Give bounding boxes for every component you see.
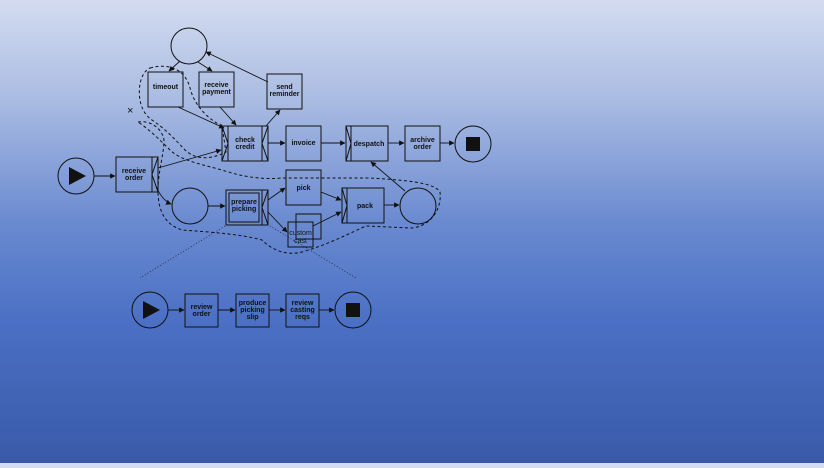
end-condition-icon: [454, 125, 492, 163]
svg-text:timeout: timeout: [153, 84, 179, 91]
edges-main: [94, 51, 455, 233]
task-label: casting: [290, 307, 315, 314]
task-label: pack: [357, 203, 373, 210]
task-check-credit[interactable]: check credit: [221, 125, 269, 162]
task-archive-order[interactable]: archive order: [404, 125, 441, 162]
svg-text:credit: credit: [235, 144, 255, 151]
task-label: receive: [122, 168, 146, 175]
task-custom-cast[interactable]: custom cast: [287, 213, 322, 248]
task-label: slip: [246, 314, 258, 321]
svg-text:review: review: [191, 304, 213, 311]
svg-text:order: order: [125, 175, 143, 182]
svg-text:picking: picking: [232, 206, 257, 213]
task-label: produce: [239, 300, 267, 307]
task-send-reminder[interactable]: send reminder: [266, 73, 303, 110]
task-label: receive: [204, 82, 228, 89]
task-receive-order[interactable]: receive order: [115, 156, 159, 193]
svg-text:archive: archive: [410, 137, 435, 144]
start-condition-icon: [57, 157, 95, 195]
svg-text:send: send: [276, 84, 292, 91]
svg-text:invoice: invoice: [291, 140, 315, 147]
svg-text:produce: produce: [239, 300, 267, 307]
svg-text:check: check: [235, 137, 255, 144]
svg-text:review: review: [292, 300, 314, 307]
task-label: cast: [294, 238, 307, 245]
svg-text:pick: pick: [296, 185, 310, 192]
svg-text:reqs: reqs: [295, 314, 310, 321]
cancellation-region-top: [138, 65, 227, 159]
task-pick[interactable]: pick: [285, 169, 322, 206]
task-label: despatch: [354, 141, 385, 148]
task-invoice[interactable]: invoice: [285, 125, 322, 162]
svg-text:despatch: despatch: [354, 141, 385, 148]
task-label: reqs: [295, 314, 310, 321]
subprocess-end-icon: [334, 291, 372, 329]
task-label: credit: [235, 144, 255, 151]
task-receive-payment[interactable]: receive payment: [198, 71, 235, 108]
task-label: picking: [232, 206, 257, 213]
task-label: archive: [410, 137, 435, 144]
svg-text:slip: slip: [246, 314, 258, 321]
svg-text:pack: pack: [357, 203, 373, 210]
expansion-line-left: [139, 225, 226, 279]
condition-right: [399, 187, 437, 225]
task-prepare-picking[interactable]: prepare picking: [225, 189, 269, 226]
task-label: send: [276, 84, 292, 91]
svg-text:casting: casting: [290, 307, 315, 314]
svg-text:prepare: prepare: [231, 199, 257, 206]
svg-text:custom: custom: [289, 230, 312, 237]
task-despatch[interactable]: despatch: [345, 125, 389, 162]
svg-text:receive: receive: [122, 168, 146, 175]
svg-text:order: order: [193, 311, 211, 318]
task-produce-picking-slip[interactable]: produce picking slip: [235, 293, 270, 328]
svg-text:cast: cast: [294, 238, 307, 245]
task-label: order: [414, 144, 432, 151]
task-label: payment: [202, 89, 231, 96]
svg-text:payment: payment: [202, 89, 231, 96]
task-label: order: [125, 175, 143, 182]
task-label: custom: [289, 230, 312, 237]
task-timeout[interactable]: timeout: [147, 71, 184, 108]
task-label: pick: [296, 185, 310, 192]
condition-top: [170, 27, 208, 65]
task-label: invoice: [291, 140, 315, 147]
cancel-marker-icon: ×: [127, 105, 133, 117]
task-label: check: [235, 137, 255, 144]
task-label: picking: [240, 307, 265, 314]
svg-text:receive: receive: [204, 82, 228, 89]
task-label: prepare: [231, 199, 257, 206]
task-label: timeout: [153, 84, 179, 91]
svg-text:reminder: reminder: [270, 91, 300, 98]
task-pack[interactable]: pack: [341, 187, 385, 224]
task-label: review: [292, 300, 314, 307]
task-label: review: [191, 304, 213, 311]
svg-text:picking: picking: [240, 307, 265, 314]
condition-mid: [171, 187, 209, 225]
task-label: order: [193, 311, 211, 318]
svg-text:order: order: [414, 144, 432, 151]
task-review-casting-reqs[interactable]: review casting reqs: [285, 293, 320, 328]
task-label: reminder: [270, 91, 300, 98]
subprocess-start-icon: [131, 291, 169, 329]
task-review-order[interactable]: review order: [184, 293, 219, 328]
